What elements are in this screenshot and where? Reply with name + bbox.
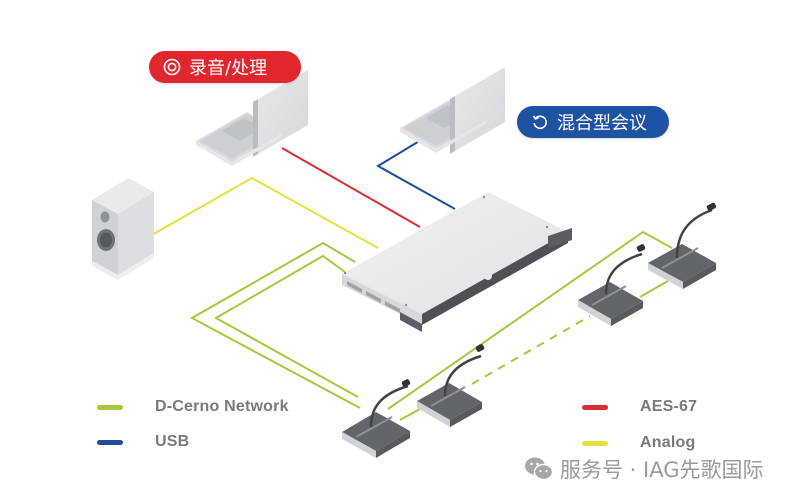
cable-dcerno-1	[189, 241, 361, 409]
legend-item-usb: USB	[97, 433, 189, 451]
cable-usb	[376, 139, 456, 210]
watermark-text: 服务号 · IAG先歌国际	[560, 458, 764, 482]
legend-label-analog: Analog	[640, 434, 696, 451]
wechat-icon	[525, 457, 554, 481]
label-hybrid-meeting: 混合型会议	[517, 106, 669, 138]
delegate-unit-back-right	[648, 202, 717, 289]
legend-item-analog: Analog	[582, 434, 695, 452]
cable-dcerno-3	[387, 230, 673, 410]
label-recording-processing: 录音/处理	[149, 51, 301, 83]
legend-swatch-analog	[582, 440, 608, 446]
cables	[149, 139, 673, 421]
cable-dcerno-dashed	[471, 315, 591, 385]
record-icon	[163, 58, 181, 76]
speaker	[92, 178, 154, 280]
legend-label-usb: USB	[155, 433, 190, 450]
legend-item-dcerno: D-Cerno Network	[97, 398, 289, 416]
label-hybrid-text: 混合型会议	[557, 113, 647, 134]
delegate-unit-back-left	[578, 244, 646, 326]
label-recording-text: 录音/处理	[189, 58, 268, 79]
laptop-hybrid	[400, 67, 505, 154]
cable-dcerno-2	[213, 254, 359, 398]
laptop-recording	[196, 70, 308, 166]
legend-label-dcerno: D-Cerno Network	[155, 398, 289, 415]
legend-label-aes67: AES-67	[640, 398, 698, 415]
delegate-unit-front-left	[342, 379, 411, 458]
processor-rack	[342, 192, 572, 332]
watermark: 服务号 · IAG先歌国际	[524, 454, 764, 484]
legend-item-aes67: AES-67	[582, 398, 697, 416]
legend-swatch-dcerno	[97, 404, 123, 410]
legend-swatch-usb	[97, 439, 123, 445]
delegate-unit-front-right	[417, 344, 485, 427]
legend-swatch-aes67	[582, 404, 608, 410]
cable-analog-speaker	[149, 176, 379, 249]
refresh-icon	[532, 115, 547, 130]
cable-dcerno-5	[639, 280, 669, 298]
cable-aes67	[281, 147, 421, 228]
